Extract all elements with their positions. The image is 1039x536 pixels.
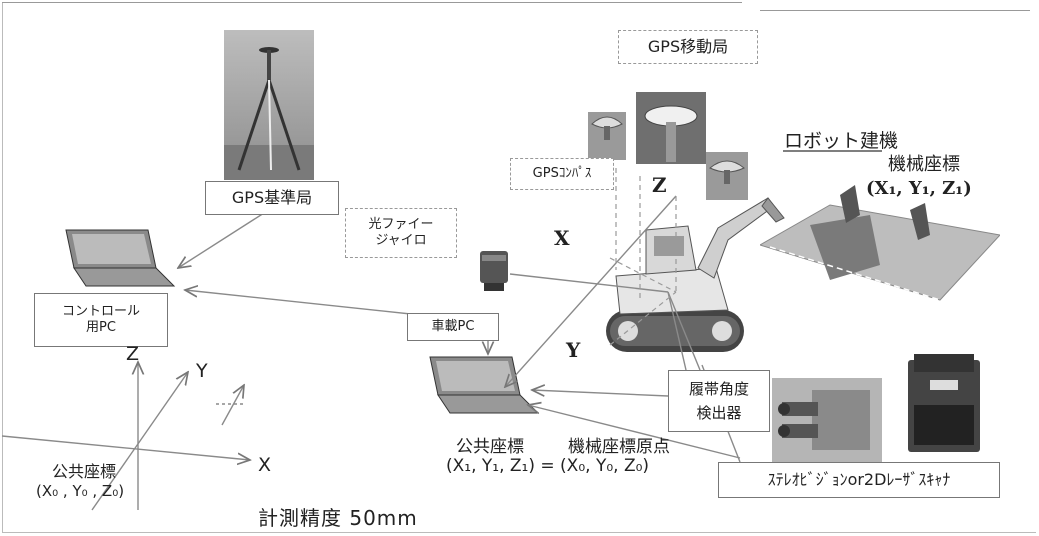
gps-compass-text: GPSｺﾝﾊﾟｽ [532, 165, 592, 181]
control-pc-line2: 用PC [86, 320, 116, 335]
coordinate-equation-text: (X₁, Y₁, Z₁) = (X₀, Y₀, Z₀) [446, 456, 650, 476]
left-axis-z-text: Z [126, 343, 140, 365]
public-coords-label: 公共座標 [456, 432, 524, 457]
control-pc-label: コントロール 用PC [34, 293, 168, 347]
public-coords-bottom-vars-text: (X₀ , Y₀ , Z₀) [36, 482, 125, 500]
gps-mobile-label: GPS移動局 [618, 30, 758, 64]
machine-coords-vars-text: (X₁, Y₁, Z₁) [866, 178, 972, 199]
public-coords-bottom-text: 公共座標 [52, 462, 117, 481]
track-angle-line1: 履帯角度 [688, 380, 749, 398]
stereo-camera-photo [772, 378, 882, 463]
accuracy-label: 計測精度 50mm [258, 502, 418, 531]
left-axis-y-text: Y [196, 360, 208, 382]
robot-worksite-illustration [760, 185, 1000, 305]
accuracy-text: 計測精度 50mm [258, 506, 418, 530]
fiber-gyro-photo [474, 245, 514, 293]
machine-axis-z-label: Z [652, 173, 667, 197]
machine-origin-text: 機械座標原点 [568, 437, 670, 457]
left-axis-x-text: X [258, 454, 272, 476]
gps-mobile-text: GPS移動局 [647, 37, 729, 56]
machine-axis-x-text: X [554, 226, 570, 250]
gps-antennas-photo [588, 92, 753, 202]
track-angle-line2: 検出器 [696, 404, 742, 422]
left-axis-z-label: Z [126, 343, 139, 365]
machine-origin-label: 機械座標原点 [568, 432, 670, 457]
machine-axis-z-text: Z [652, 173, 667, 197]
gps-base-label: GPS基準局 [205, 181, 339, 215]
onboard-laptop-illustration [420, 355, 540, 417]
fiber-gyro-label: 光ファイー ジャイロ [345, 208, 457, 258]
coordinate-equation: (X₁, Y₁, Z₁) = (X₀, Y₀, Z₀) [446, 456, 649, 476]
left-axis-x-label: X [258, 454, 271, 476]
track-angle-label: 履帯角度 検出器 [668, 370, 770, 432]
stereo-vision-label: ｽﾃﾚｵﾋﾞｼﾞｮﾝor2Dﾚｰｻﾞｽｷｬﾅ [718, 462, 1000, 498]
machine-axis-y-text: Y [566, 338, 581, 362]
machine-axis-y-label: Y [566, 338, 580, 362]
robot-machine-title: ロボット建機 [784, 126, 898, 153]
laser-scanner-photo [904, 350, 984, 455]
top-divider-right [760, 10, 1030, 11]
left-axis-y-label: Y [196, 360, 208, 382]
onboard-pc-text: 車載PC [431, 318, 475, 334]
gps-base-text: GPS基準局 [231, 188, 313, 207]
machine-coords-vars: (X₁, Y₁, Z₁) [866, 178, 972, 199]
control-laptop-illustration [56, 228, 176, 290]
machine-coords-title: 機械座標 [888, 150, 960, 176]
machine-axis-x-label: X [554, 226, 570, 250]
control-pc-line1: コントロール [61, 303, 140, 319]
public-coords-text: 公共座標 [456, 437, 524, 457]
stereo-vision-text: ｽﾃﾚｵﾋﾞｼﾞｮﾝor2Dﾚｰｻﾞｽｷｬﾅ [767, 470, 951, 489]
fiber-gyro-line1: 光ファイー [368, 216, 434, 232]
onboard-pc-label: 車載PC [407, 313, 499, 341]
robot-machine-text: ロボット建機 [784, 130, 899, 152]
machine-coords-title-text: 機械座標 [888, 154, 960, 175]
fiber-gyro-line2: ジャイロ [375, 233, 427, 248]
top-divider [2, 2, 742, 3]
gps-compass-label: GPSｺﾝﾊﾟｽ [510, 158, 614, 190]
gps-base-tripod-photo [224, 30, 314, 180]
public-coords-bottom-label: 公共座標 [52, 458, 116, 482]
public-coords-bottom-vars: (X₀ , Y₀ , Z₀) [36, 482, 124, 500]
